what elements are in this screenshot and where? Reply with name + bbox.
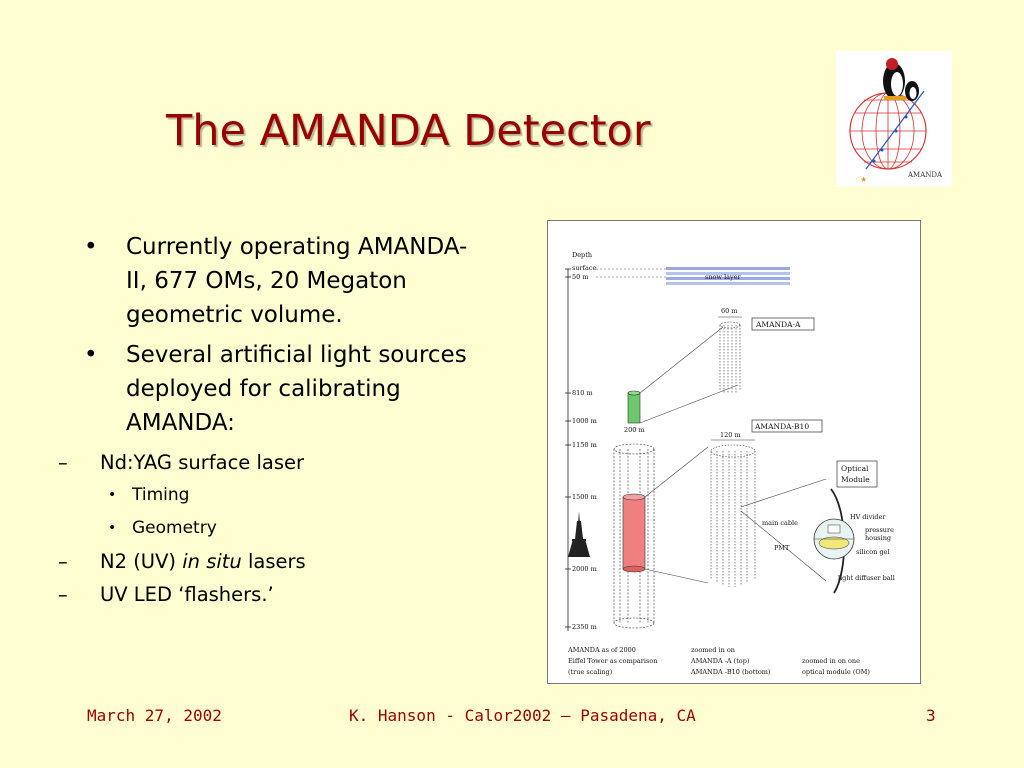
depth-ticks — [565, 268, 571, 628]
dim-label-120m: 120 m — [720, 431, 741, 439]
sub-bullet-text-suffix: lasers — [241, 550, 306, 573]
depth-label: 1150 m — [572, 441, 597, 449]
amanda-column — [613, 443, 655, 629]
globe-icon — [849, 90, 927, 170]
caption-col2-line2: AMANDA -A (top) — [690, 657, 750, 665]
amanda-b10-label-box — [751, 419, 823, 433]
sub-sub-bullet-text: Timing — [132, 485, 190, 505]
amanda-b10-cylinder — [622, 493, 646, 573]
bullet-marker: • — [108, 520, 117, 536]
optical-module-label-line1: Optical — [841, 464, 869, 473]
footer-center: K. Hanson - Calor2002 – Pasadena, CA — [349, 706, 696, 725]
amanda-b10-label: AMANDA-B10 — [754, 422, 809, 431]
snow-layer-band — [666, 267, 790, 270]
amanda-a-label: AMANDA-A — [755, 320, 801, 329]
snow-layer-band — [666, 272, 790, 275]
amanda-a-zoom — [719, 321, 741, 393]
optical-module-label-line2: Module — [841, 475, 870, 484]
silicon-gel-label: silicon gel — [856, 548, 889, 556]
sub-sub-container: • Timing • Geometry — [0, 479, 484, 545]
sub-bullet-text-prefix: N2 (UV) — [100, 550, 183, 573]
sub-bullet-item: – UV LED ‘flashers.’ — [0, 578, 484, 611]
bullet-text: Several artificial light sources deploye… — [126, 342, 467, 436]
slide-title: The AMANDA Detector — [166, 106, 651, 156]
amanda-a-cylinder — [627, 390, 641, 424]
dim-label-200m: 200 m — [624, 426, 645, 434]
caption-col3-line2: zoomed in on one — [802, 657, 860, 665]
depth-label: 2000 m — [572, 565, 597, 573]
bullet-list: • Currently operating AMANDA-II, 677 OMs… — [58, 230, 484, 611]
dash-marker: – — [58, 550, 68, 573]
caption-col2-line1: zoomed in on — [691, 646, 735, 654]
sub-bullet-text: Nd:YAG surface laser — [100, 451, 305, 474]
sub-sub-bullet-item: • Timing — [0, 479, 484, 512]
sub-sub-bullet-text: Geometry — [132, 518, 217, 538]
detector-figure: Depth surface 50 m 810 m 1000 m 1150 m 1… — [547, 220, 921, 684]
sub-sub-bullet-item: • Geometry — [0, 512, 484, 545]
bullet-item: • Currently operating AMANDA-II, 677 OMs… — [84, 230, 484, 332]
depth-label: 810 m — [572, 389, 593, 397]
zoom-lines — [639, 326, 739, 584]
amanda-b10-zoom — [710, 444, 756, 587]
optical-module-label-box — [836, 460, 878, 488]
depth-label: surface — [572, 264, 597, 272]
main-cable-label: main cable — [762, 519, 798, 527]
star-icon: ★ — [860, 175, 867, 184]
sub-bullet-text-italic: in situ — [182, 550, 242, 573]
sub-list-container: – Nd:YAG surface laser • Timing • Geomet… — [0, 446, 484, 611]
caption-col1-line3: (true scaling) — [568, 668, 613, 676]
dim-label-60m: 60 m — [721, 307, 738, 315]
hv-divider-label: HV divider — [850, 513, 886, 521]
depth-label: 1500 m — [572, 493, 597, 501]
amanda-a-label-box — [751, 317, 815, 331]
snow-layer-band — [666, 282, 790, 285]
depth-label: 1000 m — [572, 417, 597, 425]
eiffel-tower-icon — [568, 511, 590, 557]
penguin-icon — [883, 58, 919, 101]
caption-col2-line3: AMANDA -B10 (bottom) — [690, 668, 771, 676]
optical-module-icon — [813, 488, 855, 594]
pmt-label: PMT — [774, 544, 790, 552]
page-number: 3 — [926, 706, 936, 725]
sub-sub-bullet-list: • Timing • Geometry — [0, 479, 484, 545]
bullet-marker: • — [108, 487, 117, 503]
caption-col3-line3: optical module (OM) — [802, 668, 870, 676]
bullet-marker: • — [84, 234, 98, 260]
footer-date: March 27, 2002 — [87, 706, 222, 725]
pressure-housing-label-2: housing — [865, 534, 891, 542]
snow-layer-label: snow layer — [705, 273, 742, 281]
caption-col1-line1: AMANDA as of 2000 — [567, 646, 636, 654]
bullet-item: • Several artificial light sources deplo… — [84, 338, 484, 440]
depth-header: Depth — [572, 251, 592, 259]
sub-bullet-item: – N2 (UV) in situ lasers — [0, 545, 484, 578]
sub-bullet-text: UV LED ‘flashers.’ — [100, 583, 274, 606]
dash-marker: – — [58, 583, 68, 606]
bullet-marker: • — [84, 342, 98, 368]
caption-col1-line2: Eiffel Tower as comparison — [568, 657, 657, 665]
dash-marker: – — [58, 451, 68, 474]
depth-label: 2350 m — [572, 623, 597, 631]
pressure-housing-label-1: pressure — [865, 526, 894, 534]
om-zoom-lines — [740, 478, 827, 582]
amanda-logo: ★ AMANDA — [836, 51, 952, 187]
snow-layer-band — [666, 277, 790, 280]
bullet-text: Currently operating AMANDA-II, 677 OMs, … — [126, 234, 468, 328]
sub-bullet-list: – Nd:YAG surface laser • Timing • Geomet… — [0, 446, 484, 611]
depth-label: 50 m — [572, 273, 589, 281]
diffuser-label: light diffuser ball — [838, 574, 895, 582]
logo-label: AMANDA — [907, 171, 943, 179]
sub-bullet-item: – Nd:YAG surface laser — [0, 446, 484, 479]
